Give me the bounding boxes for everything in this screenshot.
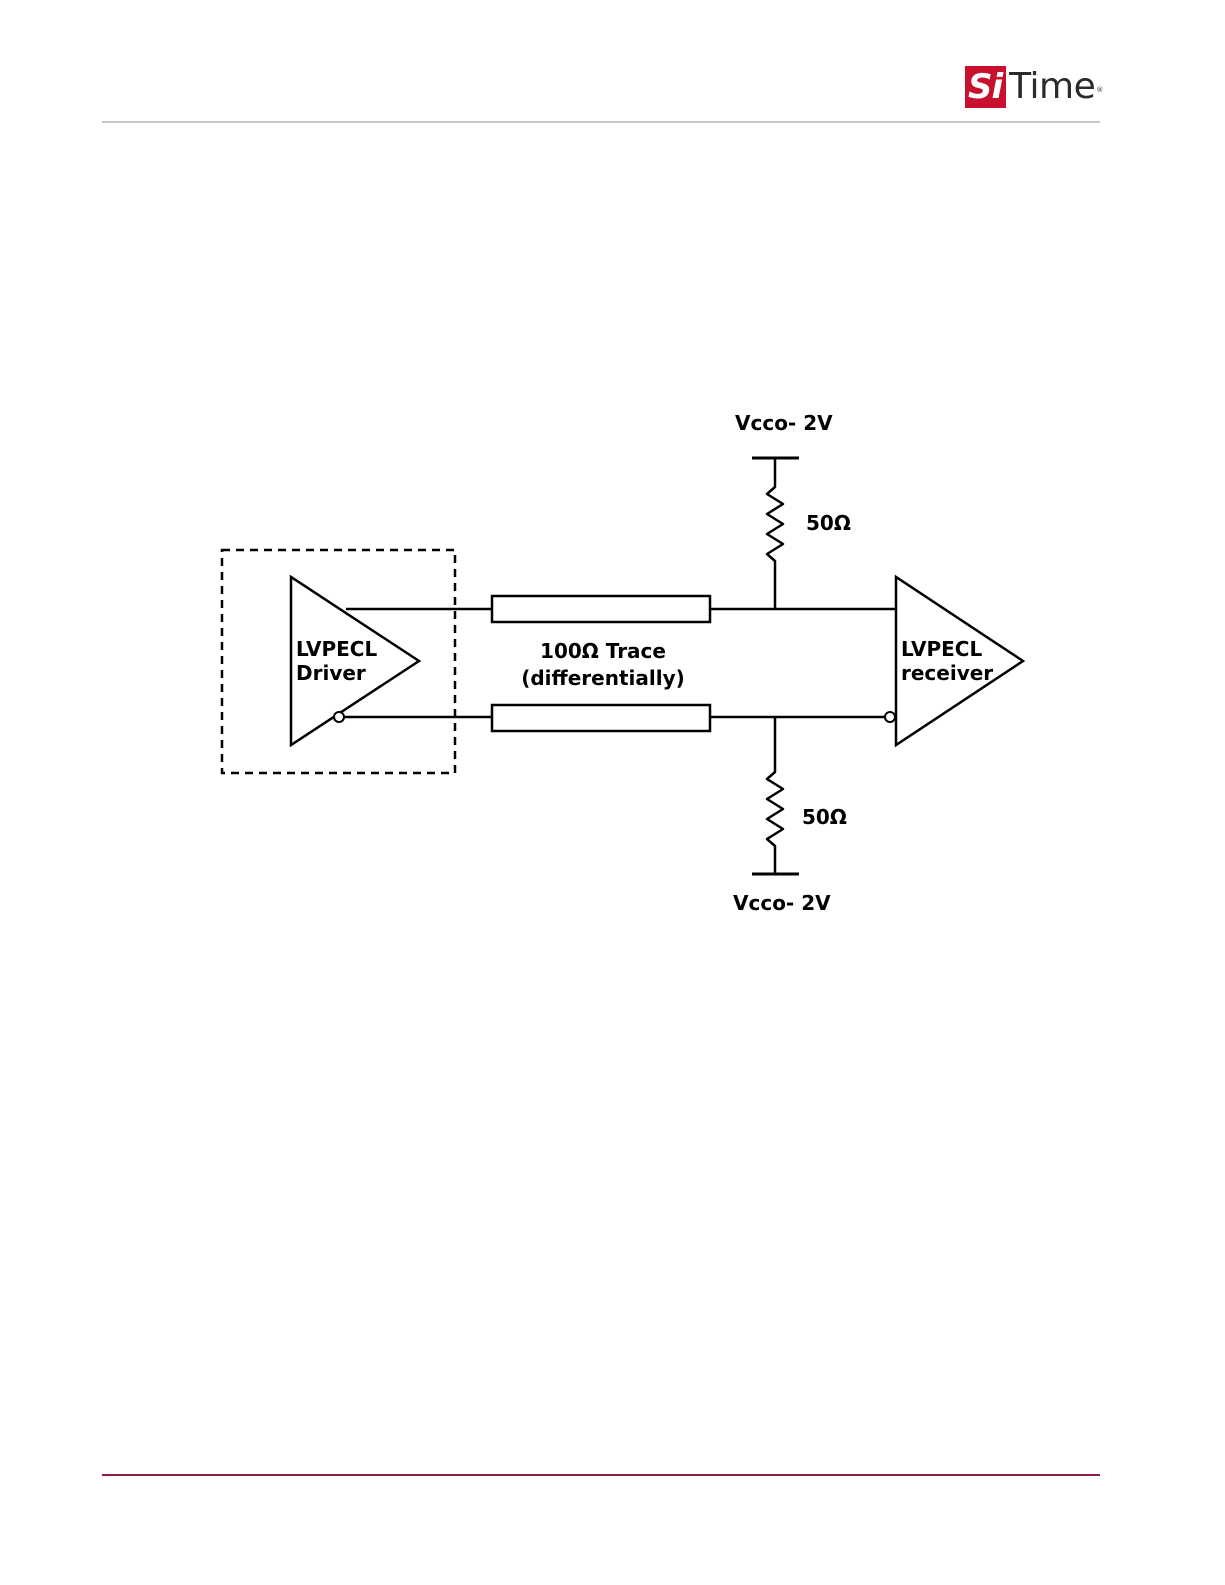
top-transmission-line: [492, 596, 710, 622]
driver-label-line1: LVPECL: [296, 637, 377, 661]
bottom-supply-label: Vcco- 2V: [733, 891, 831, 915]
bottom-resistor-label: 50Ω: [802, 805, 847, 829]
receiver-label-line2: receiver: [901, 661, 993, 685]
driver-inverting-bubble: [334, 712, 344, 722]
driver-label-line2: Driver: [296, 661, 366, 685]
trace-label-line2: (differentially): [521, 666, 685, 690]
footer-rule: [102, 1474, 1100, 1476]
bottom-50-ohm-resistor: [767, 717, 783, 874]
receiver-inverting-bubble: [885, 712, 895, 722]
top-supply-label: Vcco- 2V: [735, 411, 833, 435]
top-resistor-label: 50Ω: [806, 511, 851, 535]
trace-label-line1: 100Ω Trace: [540, 639, 666, 663]
top-50-ohm-resistor: [767, 458, 783, 609]
bottom-transmission-line: [492, 705, 710, 731]
receiver-label-line1: LVPECL: [901, 637, 982, 661]
